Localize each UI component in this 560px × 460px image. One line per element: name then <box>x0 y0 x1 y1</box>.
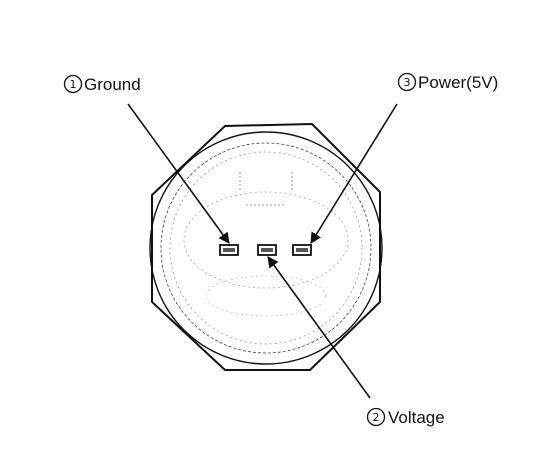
connector-outer-ring <box>149 131 383 365</box>
connector-inner-ring <box>160 142 372 354</box>
voltage-number-circle <box>366 407 386 427</box>
power-pointer-arrow <box>310 103 398 244</box>
terminal-ground-fill <box>223 248 235 252</box>
terminals <box>219 244 312 256</box>
voltage-label: 2 Voltage <box>366 407 445 427</box>
voltage-pointer-arrow <box>267 256 371 399</box>
ground-text: Ground <box>84 75 141 94</box>
hex-nut-outline <box>151 122 381 371</box>
power-text: Power(5V) <box>418 73 498 92</box>
power-label: 3 Power(5V) <box>397 72 498 92</box>
terminal-power-fill <box>296 248 308 252</box>
voltage-text: Voltage <box>388 408 445 427</box>
voltage-number: 2 <box>373 411 380 424</box>
connector-shell-ring <box>169 151 363 345</box>
ground-pointer-arrow <box>127 103 230 244</box>
ground-number: 1 <box>70 78 77 91</box>
power-number: 3 <box>404 76 411 89</box>
ground-label: 1 Ground <box>63 74 141 94</box>
connector-key-outline <box>205 275 327 317</box>
connector-cavity <box>183 191 349 289</box>
sensor-body <box>149 122 383 371</box>
power-number-circle <box>397 72 417 92</box>
terminal-voltage-fill <box>261 248 273 252</box>
ground-number-circle <box>63 74 83 94</box>
